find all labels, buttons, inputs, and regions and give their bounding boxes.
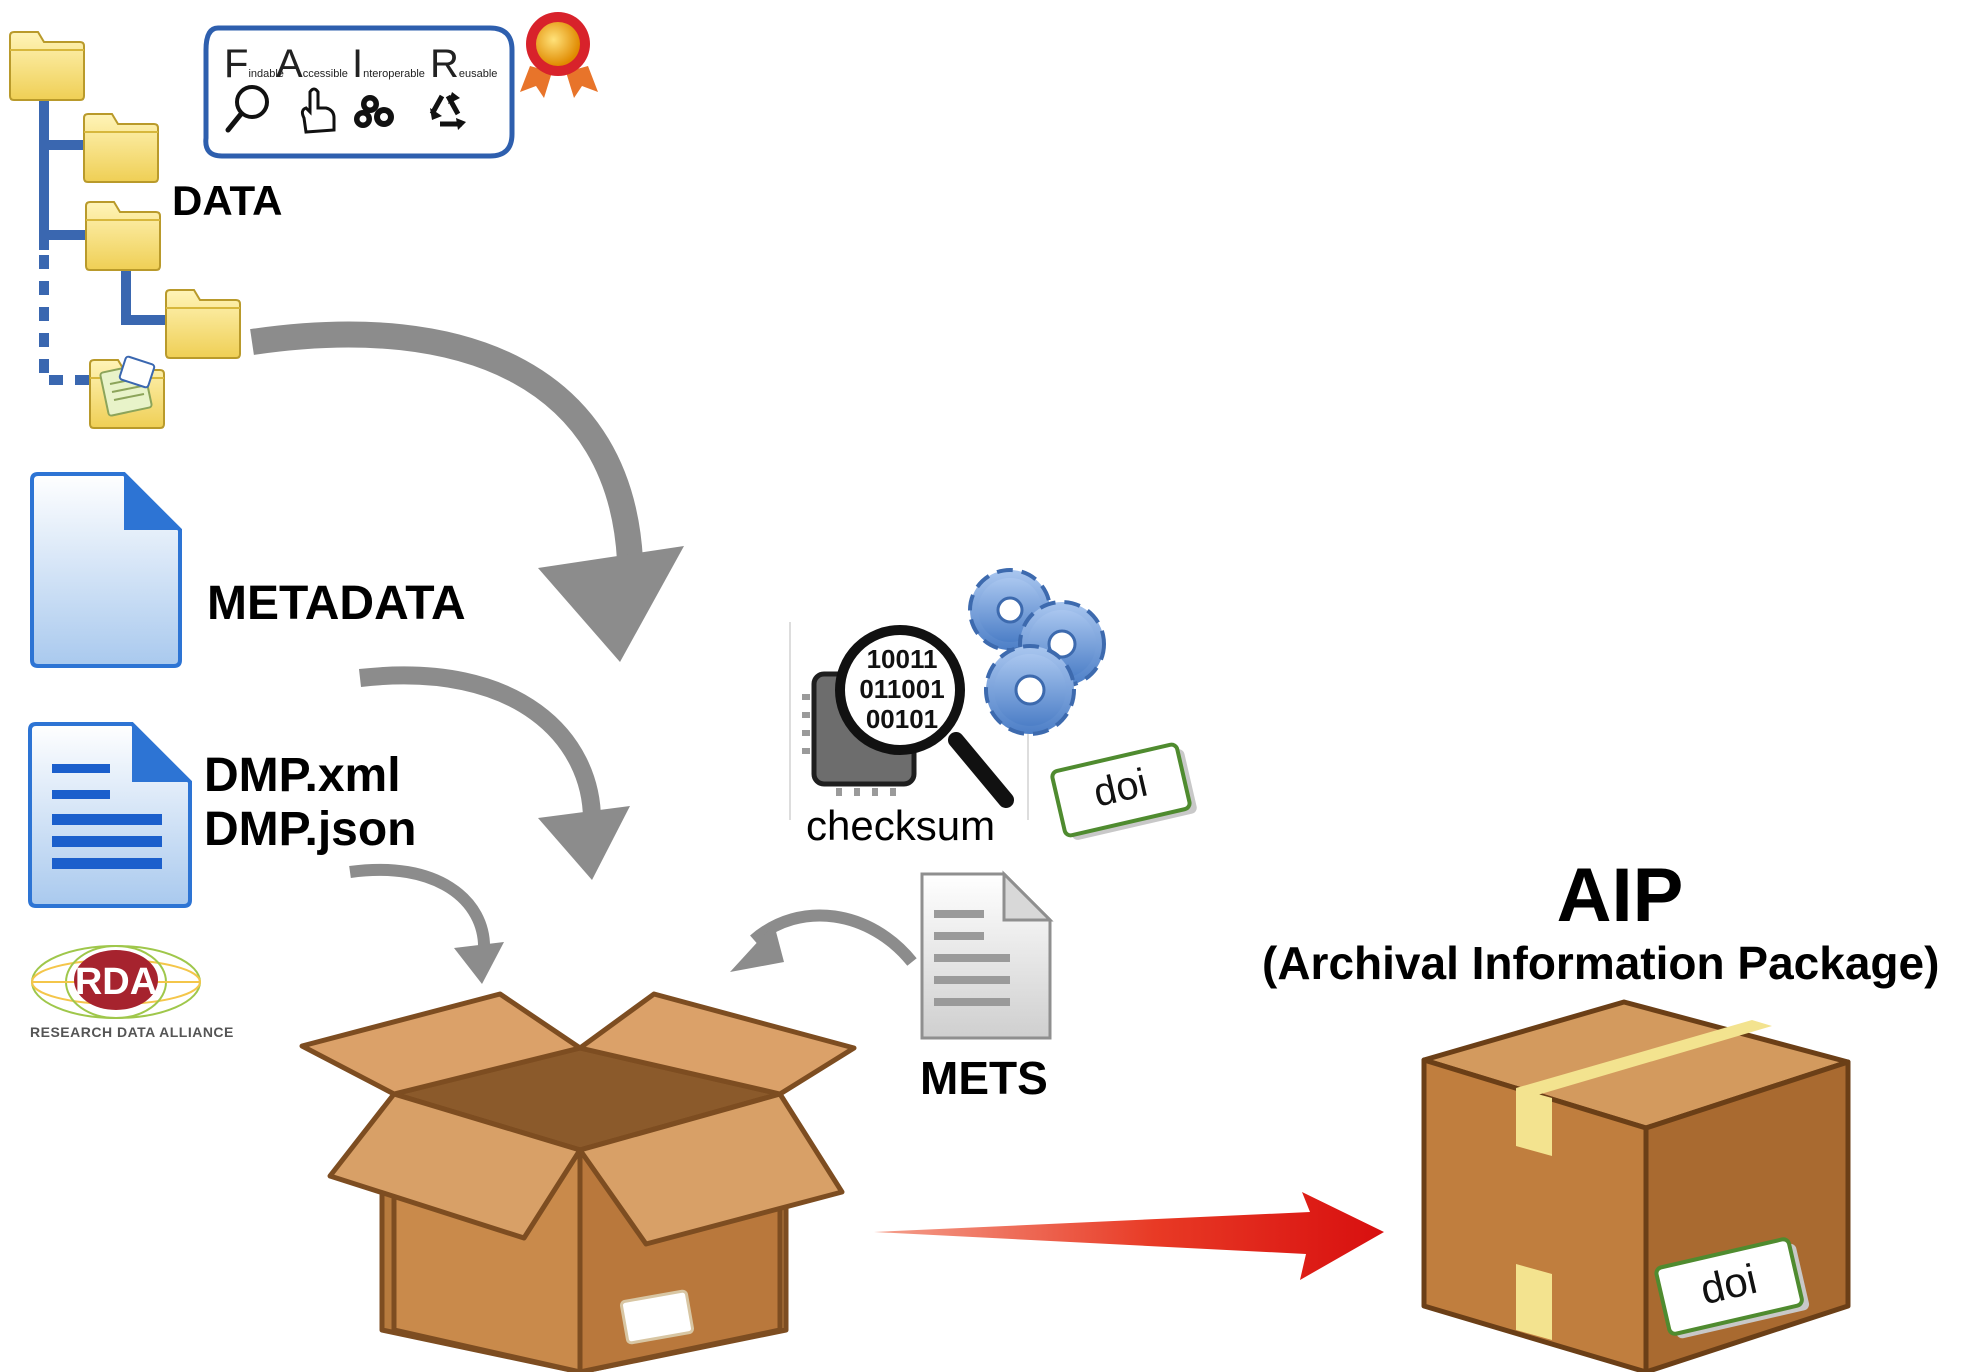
fair-letter-rest: ccessible — [302, 68, 348, 80]
fair-findable: Findable — [224, 44, 284, 84]
folder-with-documents-icon — [89, 355, 165, 429]
binary-line: 011001 — [859, 674, 944, 704]
directory-tree — [39, 85, 170, 385]
binary-line: 00101 — [866, 704, 938, 734]
dmp-json-label: DMP.json — [204, 803, 417, 856]
arrow-sip-to-aip — [874, 1192, 1384, 1280]
binary-line: 10011 — [867, 644, 938, 674]
metadata-label: METADATA — [207, 577, 466, 630]
fair-letter-big: A — [276, 42, 303, 86]
arrow-data-to-box — [250, 321, 684, 662]
mets-label: METS — [920, 1052, 1048, 1104]
dmp-document-icon — [28, 722, 192, 908]
folder-icon — [165, 289, 241, 359]
rda-logo: RDA — [31, 945, 201, 1019]
folder-icon — [9, 31, 85, 101]
folder-icon — [83, 113, 159, 183]
award-medal-icon — [520, 12, 598, 98]
doi-tag: doi — [1050, 742, 1197, 840]
closed-cardboard-box-icon — [1421, 999, 1851, 1372]
fair-letter-rest: nteroperable — [363, 68, 425, 80]
processing-gears-icon — [968, 568, 1106, 736]
metadata-document-icon — [30, 472, 182, 668]
magnifier-icon — [225, 85, 269, 133]
rda-caption: RESEARCH DATA ALLIANCE — [30, 1024, 234, 1040]
arrow-mets-to-box — [730, 909, 917, 972]
fair-interoperable: Interoperable — [352, 44, 425, 84]
arrow-dmp-to-box — [349, 863, 504, 984]
fair-letter-rest: indable — [248, 68, 284, 80]
aip-subtitle: (Archival Information Package) — [1262, 937, 1940, 989]
pointer-hand-icon — [300, 87, 336, 134]
open-cardboard-box-icon — [299, 991, 857, 1372]
fair-letter-big: R — [430, 42, 459, 86]
rda-logo-text: RDA — [75, 961, 157, 1003]
fair-letter-big: I — [352, 42, 364, 86]
folder-icon — [85, 201, 161, 271]
arrow-metadata-to-box — [358, 666, 630, 880]
aip-title: AIP — [1556, 853, 1684, 938]
dmp-xml-label: DMP.xml — [204, 749, 401, 802]
aip-doi-tag: doi — [1654, 1237, 1810, 1339]
recycle-icon — [429, 92, 466, 130]
fair-principles-box — [203, 25, 515, 159]
gears-icon — [354, 95, 394, 128]
mets-document-icon — [920, 870, 1054, 1040]
fair-reusable: Reusable — [430, 44, 497, 84]
fair-letter-big: F — [224, 42, 249, 86]
checksum-icon: 10011 011001 00101 — [789, 622, 1029, 820]
fair-accessible: Accessible — [276, 44, 348, 84]
data-label: DATA — [172, 177, 283, 224]
checksum-label: checksum — [806, 802, 996, 849]
fair-letter-rest: eusable — [458, 68, 498, 80]
